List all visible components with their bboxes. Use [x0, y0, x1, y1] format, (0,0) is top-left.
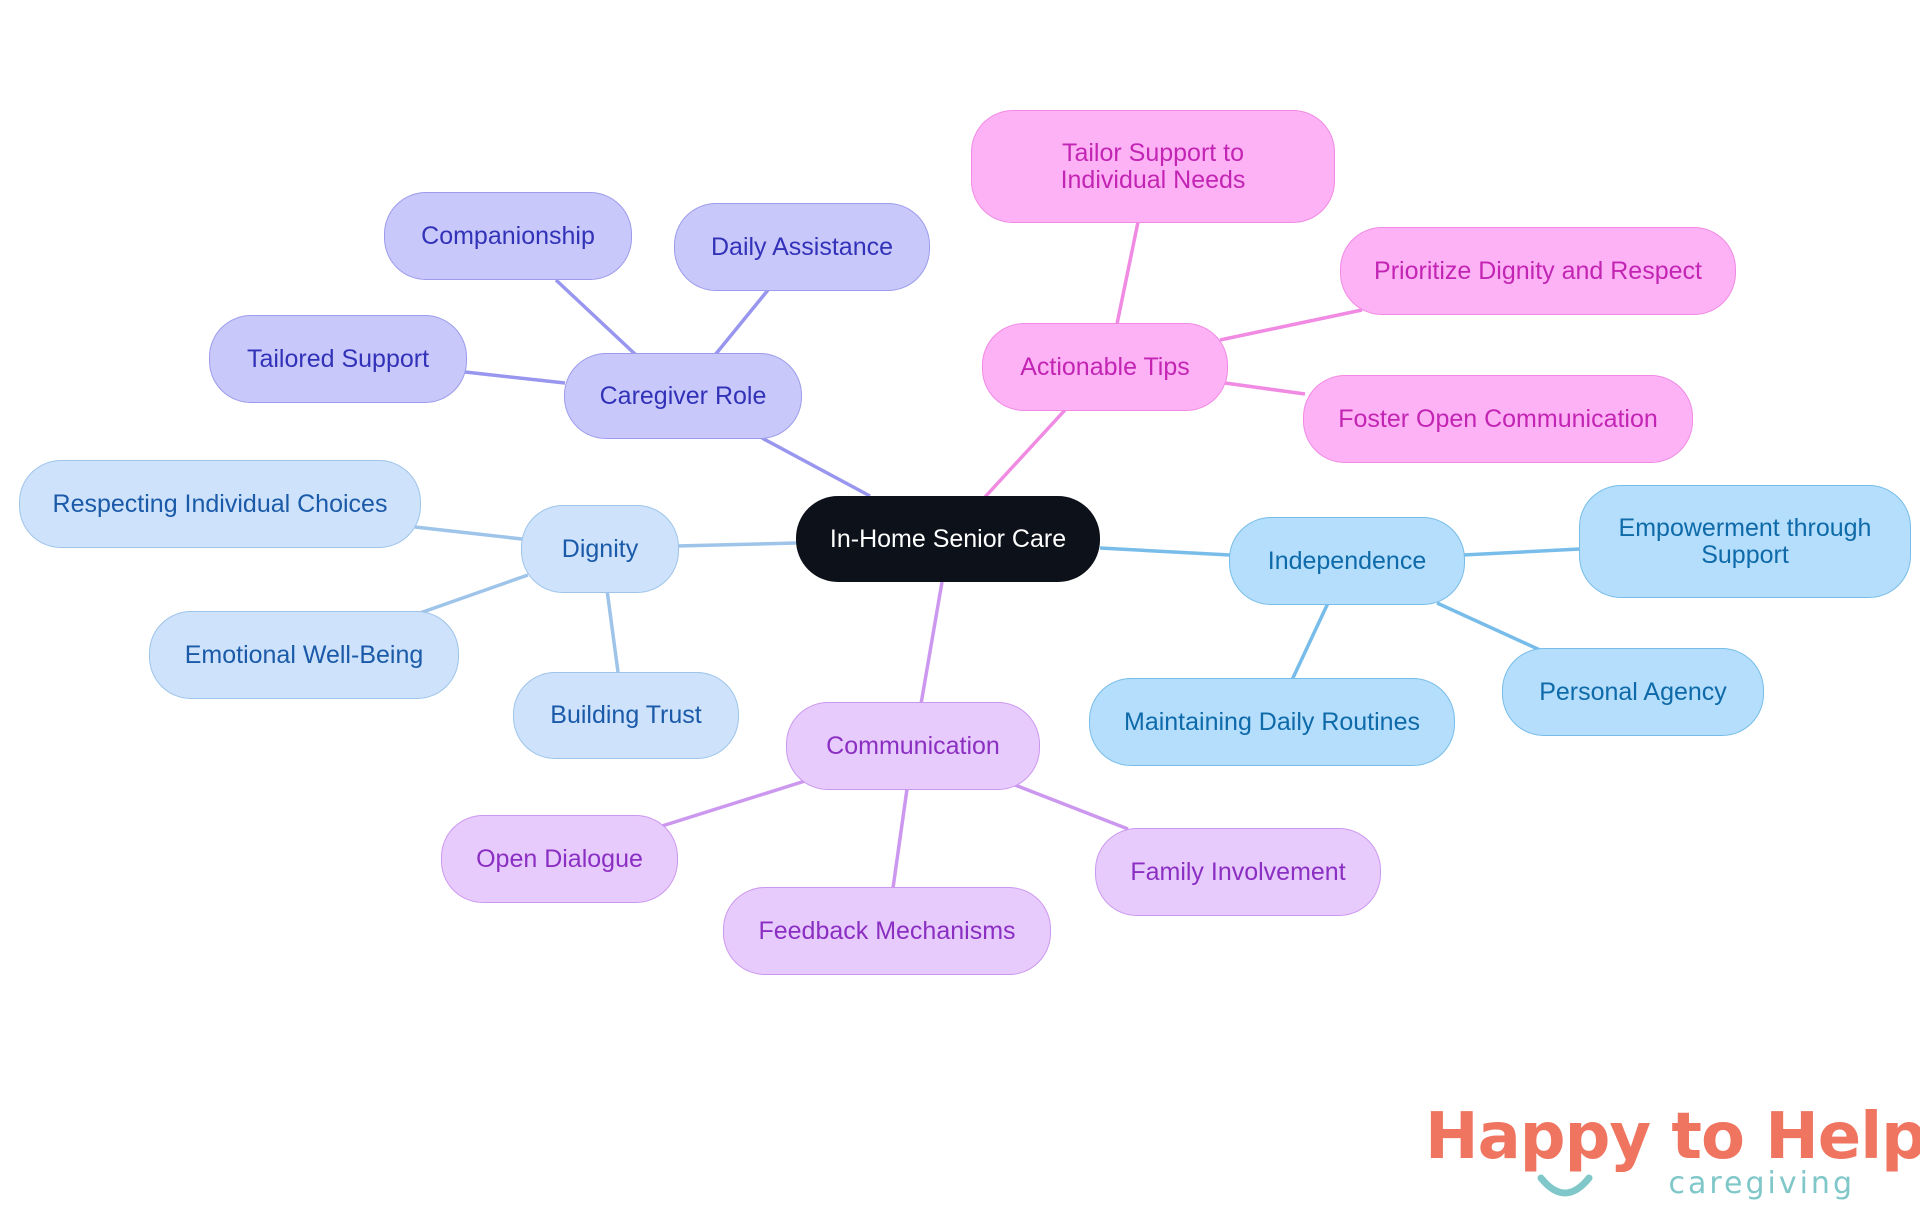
edge-root-actionable-tips [983, 408, 1067, 499]
logo-title: Happy to Help [1425, 1100, 1920, 1174]
node-maintaining-daily-routines[interactable]: Maintaining Daily Routines [1089, 678, 1455, 766]
edge-root-communication [919, 581, 944, 705]
node-independence[interactable]: Independence [1229, 517, 1465, 605]
node-open-dialogue[interactable]: Open Dialogue [441, 815, 678, 903]
logo-subtitle: caregiving [1668, 1166, 1855, 1201]
edge-tips-tailor-support [1115, 221, 1140, 325]
node-communication[interactable]: Communication [786, 702, 1040, 790]
root-node[interactable]: In-Home Senior Care [796, 496, 1100, 582]
edge-tips-prioritize-dignity [1219, 308, 1363, 342]
node-companionship[interactable]: Companionship [384, 192, 632, 280]
brand-logo: Happy to Help caregiving [1425, 1100, 1920, 1210]
edge-root-caregiver-role [761, 436, 871, 498]
edge-independence-personal-agency [1436, 601, 1541, 652]
node-prioritize-dignity-respect[interactable]: Prioritize Dignity and Respect [1340, 227, 1736, 315]
node-building-trust[interactable]: Building Trust [513, 672, 739, 759]
edge-independence-empowerment [1462, 547, 1581, 557]
node-respecting-individual-choices[interactable]: Respecting Individual Choices [19, 460, 421, 548]
node-family-involvement[interactable]: Family Involvement [1095, 828, 1381, 916]
edge-caregiver-daily-assistance [713, 288, 770, 357]
smile-icon [1537, 1174, 1593, 1197]
node-emotional-well-being[interactable]: Emotional Well-Being [149, 611, 459, 699]
node-tailored-support[interactable]: Tailored Support [209, 315, 467, 403]
node-caregiver-role[interactable]: Caregiver Role [564, 353, 802, 439]
node-personal-agency[interactable]: Personal Agency [1502, 648, 1764, 736]
edge-dignity-emotional-wellbeing [419, 573, 529, 615]
node-daily-assistance[interactable]: Daily Assistance [674, 203, 930, 291]
edge-tips-foster-communication [1224, 381, 1306, 396]
edge-independence-daily-routines [1290, 602, 1330, 681]
node-foster-open-communication[interactable]: Foster Open Communication [1303, 375, 1693, 463]
node-actionable-tips[interactable]: Actionable Tips [982, 323, 1228, 411]
edge-communication-open-dialogue [661, 779, 806, 828]
node-dignity[interactable]: Dignity [521, 505, 679, 593]
node-empowerment-through-support[interactable]: Empowerment through Support [1579, 485, 1911, 598]
edge-caregiver-tailored-support [464, 370, 566, 385]
edge-root-dignity [676, 541, 797, 548]
edge-caregiver-companionship [554, 278, 638, 357]
edge-root-independence [1099, 546, 1231, 557]
edge-communication-family [1014, 783, 1129, 831]
edge-dignity-building-trust [605, 589, 620, 673]
edge-dignity-respecting-choices [414, 525, 523, 541]
node-tailor-support-individual-needs[interactable]: Tailor Support to Individual Needs [971, 110, 1335, 223]
edge-communication-feedback [891, 788, 909, 889]
node-feedback-mechanisms[interactable]: Feedback Mechanisms [723, 887, 1051, 975]
